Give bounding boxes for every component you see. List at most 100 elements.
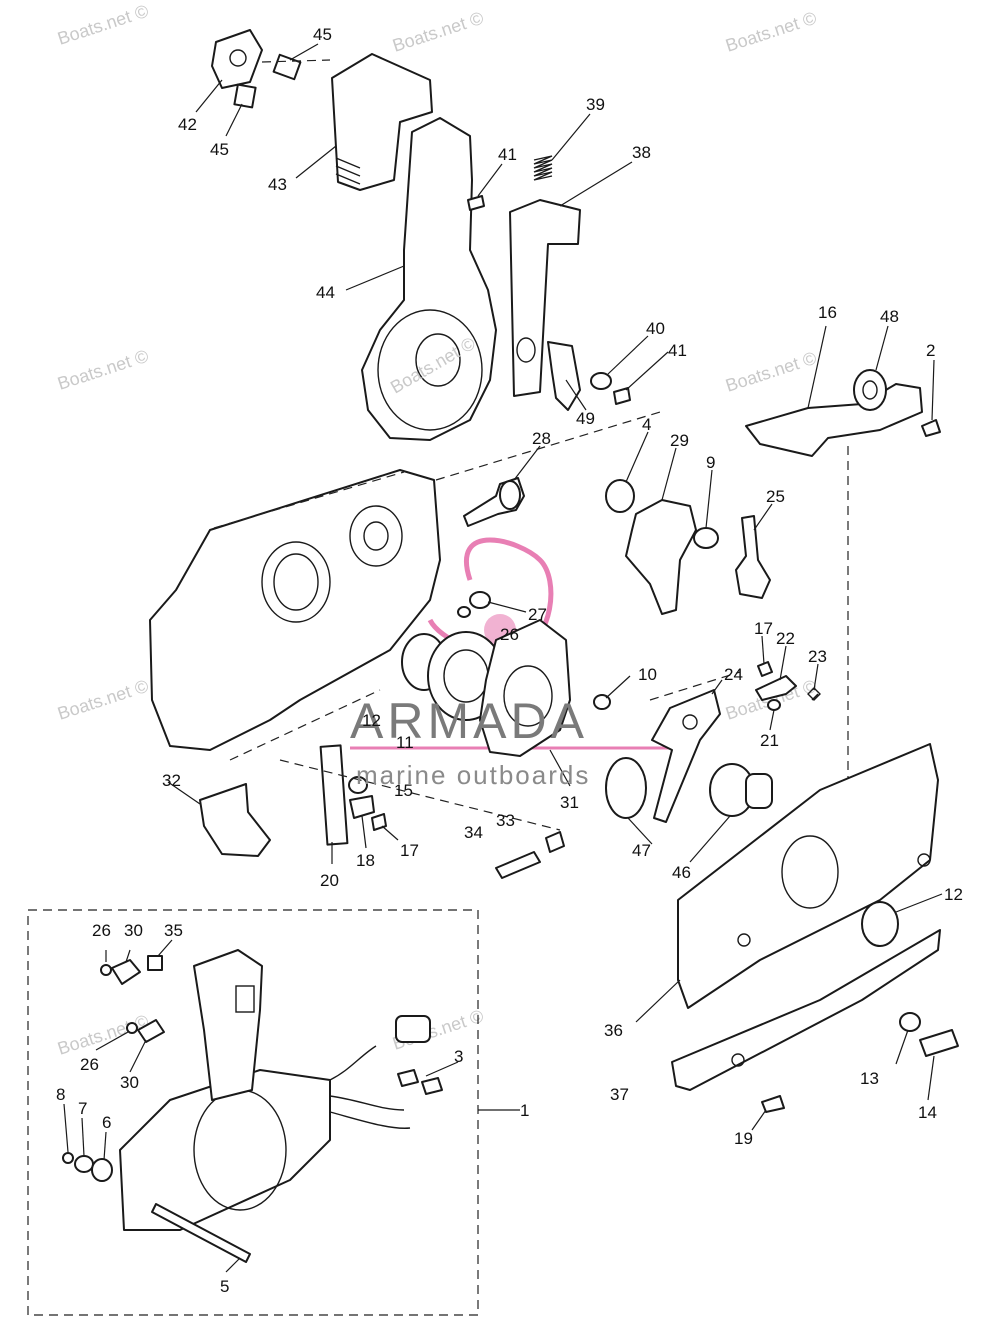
callouts: 45 42 45 43 39 41 38 44 16 48 2 40 41 49… [56, 25, 963, 1296]
part-31-hub [503, 665, 553, 727]
part-34-bolt [495, 851, 541, 879]
callout-48: 48 [880, 307, 899, 326]
remote-control-assembly [62, 949, 520, 1263]
callout-22: 22 [776, 629, 795, 648]
leader-line [895, 1029, 909, 1065]
leader-line [607, 335, 649, 375]
leader-line [769, 709, 775, 731]
part-44-hub-inner [415, 333, 461, 387]
leader-lines [63, 43, 943, 1273]
part-43-grip-lines [335, 157, 361, 185]
watermark: Boats.net © [55, 1, 151, 49]
side-plates [671, 743, 959, 1113]
callout-39: 39 [586, 95, 605, 114]
neutral-lever-group [745, 369, 941, 830]
callout-9: 9 [706, 453, 715, 472]
leader-line [565, 379, 587, 411]
part-26-ring [457, 606, 471, 618]
part-35-block [147, 955, 163, 971]
housing-bore-left [261, 541, 331, 623]
callout-3: 3 [454, 1047, 463, 1066]
leader-line [661, 447, 677, 501]
part-14-bolt [919, 1029, 959, 1057]
control-box-body [119, 1069, 331, 1231]
leader-line [125, 949, 131, 963]
housing-bore-right [349, 505, 403, 567]
callout-29: 29 [670, 431, 689, 450]
part-49-plate [547, 341, 581, 411]
part-36-bore [781, 835, 839, 909]
part-36-hole [737, 933, 751, 947]
callout-30: 30 [120, 1073, 139, 1092]
part-21-nut [767, 699, 781, 711]
callout-17: 17 [400, 841, 419, 860]
callout-40: 40 [646, 319, 665, 338]
part-13-washer [899, 1012, 921, 1032]
callout-11: 11 [396, 733, 414, 752]
part-26-ring [126, 1022, 138, 1034]
callout-33: 33 [496, 811, 515, 830]
callout-27: 27 [528, 605, 547, 624]
handle-assembly: Boats.net © [211, 29, 631, 441]
callout-34: 34 [464, 823, 483, 842]
part-37-hole [731, 1053, 745, 1067]
leader-line [295, 145, 337, 179]
callout-41: 41 [498, 145, 517, 164]
leader-line [779, 645, 787, 681]
part-22-link [755, 675, 797, 701]
callout-24: 24 [724, 665, 743, 684]
part-25-pin [735, 515, 771, 599]
leader-line [477, 163, 503, 197]
dashed-guide [649, 671, 741, 701]
part-45-pad [272, 53, 302, 81]
callout-23: 23 [808, 647, 827, 666]
part-30-clip [137, 1019, 165, 1043]
watermark: Boats.net © [55, 346, 151, 394]
part-32-bracket [199, 783, 271, 857]
callout-15: 15 [394, 781, 413, 800]
callout-26: 26 [80, 1055, 99, 1074]
part-27-washer [469, 591, 491, 609]
watermark: Boats.net © [55, 1011, 151, 1059]
watermark: Boats.net © [723, 8, 819, 56]
leader-line [635, 979, 681, 1023]
leader-line [63, 1103, 69, 1153]
part-44-lever-arm [361, 117, 497, 441]
callout-14: 14 [918, 1103, 937, 1122]
leader-line [627, 817, 653, 845]
callout-49: 49 [576, 409, 595, 428]
control-box-handle [193, 949, 263, 1101]
leader-line [625, 351, 669, 391]
leader-line [129, 1039, 147, 1073]
part-19-screw [761, 1095, 785, 1113]
part-8-nut [62, 1152, 74, 1164]
leader-line [927, 1055, 935, 1101]
dashed-guide [261, 59, 331, 63]
callout-32: 32 [162, 771, 181, 790]
logo-name: ARMADA [350, 693, 588, 749]
leader-line [559, 161, 633, 207]
leader-line [761, 635, 765, 665]
callout-41: 41 [668, 341, 687, 360]
handle-button [235, 985, 255, 1013]
logo-tagline: marine outboards [356, 760, 590, 790]
leader-line [361, 815, 367, 849]
part-45-pad [233, 83, 257, 109]
callout-25: 25 [766, 487, 785, 506]
part-26-ring [100, 964, 112, 976]
leader-line [895, 893, 943, 913]
part-37-plate [671, 929, 941, 1091]
part-24-hole [682, 714, 698, 730]
part-41-screw [613, 387, 631, 405]
leader-line [167, 781, 201, 805]
leader-line [751, 1109, 767, 1131]
watermark: Boats.net © [723, 348, 819, 396]
callout-16: 16 [818, 303, 837, 322]
callout-18: 18 [356, 851, 375, 870]
leader-line [157, 939, 173, 957]
callout-28: 28 [532, 429, 551, 448]
part-36-hole [917, 853, 931, 867]
callout-26: 26 [500, 625, 519, 644]
callout-12: 12 [362, 711, 381, 730]
